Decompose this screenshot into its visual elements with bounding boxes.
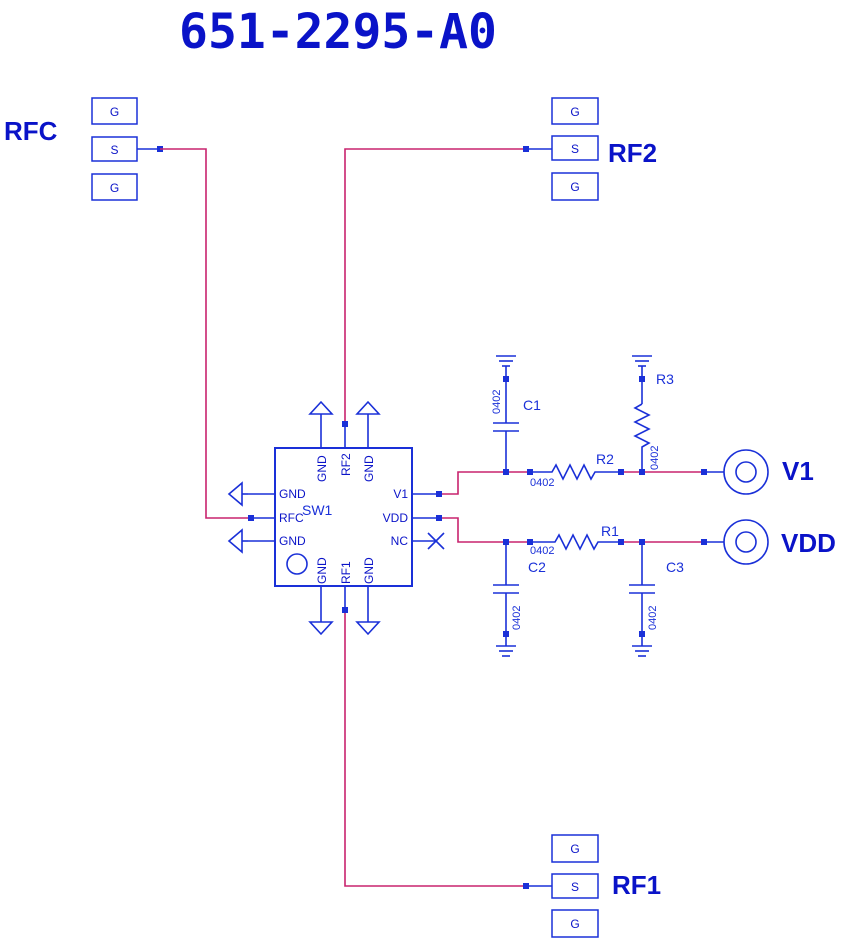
pin-label-gnd: GND [362, 455, 376, 482]
pin-label-vdd: VDD [383, 511, 409, 525]
rfc-ground-pad-top [91, 97, 138, 125]
pin-label-rfc: RFC [279, 511, 304, 525]
pin-label-gnd: GND [315, 557, 329, 584]
pad-label: G [570, 105, 579, 119]
rf1-signal-pad [551, 873, 599, 899]
pin-label-gnd: GND [279, 534, 306, 548]
c3-ref-label: C3 [666, 559, 684, 575]
r3-package-label: 0402 [649, 446, 661, 470]
c2-ref-label: C2 [528, 559, 546, 575]
vdd-net-a [442, 517, 530, 543]
c3-package-label: 0402 [647, 606, 659, 630]
part-number-title: 651-2295-A0 [179, 4, 497, 60]
pin-label-rf2: RF2 [339, 453, 353, 476]
vdd-port-label: VDD [781, 528, 836, 558]
pad-label: G [110, 105, 119, 119]
gnd-symbol-top-right [355, 400, 381, 424]
switch-ref-label: SW1 [302, 502, 333, 518]
resistor-r1 [527, 533, 624, 551]
r1-package-label: 0402 [530, 545, 554, 557]
pad-label: G [570, 917, 579, 931]
switch-ic-sw1: SW1 GND RF2 GND GND RF1 GND GND RFC GND [227, 400, 445, 636]
pad-label: G [570, 842, 579, 856]
rfc-ground-pad-bottom [91, 173, 138, 201]
no-connect-marker [427, 532, 445, 550]
pad-label: S [571, 880, 579, 894]
rfc-signal-pad [91, 136, 138, 162]
rf1-port-label: RF1 [612, 870, 661, 900]
pad-label: S [110, 143, 118, 157]
capacitor-c3 [629, 539, 655, 657]
pad-label: G [570, 180, 579, 194]
gnd-symbol-top-left [308, 400, 334, 424]
rfc-net [160, 148, 250, 519]
resistor-r3 [632, 355, 652, 475]
r3-ref-label: R3 [656, 371, 674, 387]
capacitor-c2 [493, 539, 519, 657]
c1-ref-label: C1 [523, 397, 541, 413]
capacitor-c1 [493, 355, 519, 475]
v1-terminal [701, 449, 769, 495]
r1-ref-label: R1 [601, 523, 619, 539]
pin-label-gnd: GND [315, 455, 329, 482]
pin1-marker [286, 553, 308, 575]
pin-label-gnd: GND [279, 487, 306, 501]
pin-label-rf1: RF1 [339, 561, 353, 584]
pin-label-v1: V1 [393, 487, 408, 501]
gnd-symbol-bottom-left [308, 612, 334, 636]
pin-label-gnd: GND [362, 557, 376, 584]
rf1-ground-pad-top [551, 834, 599, 863]
rf1-connector: G S G [523, 834, 599, 938]
pin-label-nc: NC [391, 534, 409, 548]
rf2-connector: G S G [523, 97, 599, 201]
rf2-net [344, 148, 523, 423]
gnd-symbol-bottom-right [355, 612, 381, 636]
pad-label: S [571, 142, 579, 156]
c1-package-label: 0402 [491, 390, 503, 414]
rfc-port-label: RFC [4, 116, 58, 146]
r2-package-label: 0402 [530, 477, 554, 489]
rf2-signal-pad [551, 135, 599, 161]
ic-body [274, 447, 413, 587]
rfc-connector: G S G [91, 97, 163, 201]
rf2-ground-pad-top [551, 97, 599, 125]
rf2-port-label: RF2 [608, 138, 657, 168]
vdd-terminal [701, 519, 769, 565]
pad-label: G [110, 181, 119, 195]
v1-net-a [442, 471, 530, 495]
v1-port-label: V1 [782, 456, 814, 486]
rf1-ground-pad-bottom [551, 909, 599, 938]
gnd-symbol-left-bottom [227, 528, 248, 554]
rf2-ground-pad-bottom [551, 172, 599, 201]
gnd-symbol-left-top [227, 481, 248, 507]
c2-package-label: 0402 [511, 606, 523, 630]
r2-ref-label: R2 [596, 451, 614, 467]
rf1-net [344, 610, 523, 887]
resistor-r2 [527, 463, 624, 481]
